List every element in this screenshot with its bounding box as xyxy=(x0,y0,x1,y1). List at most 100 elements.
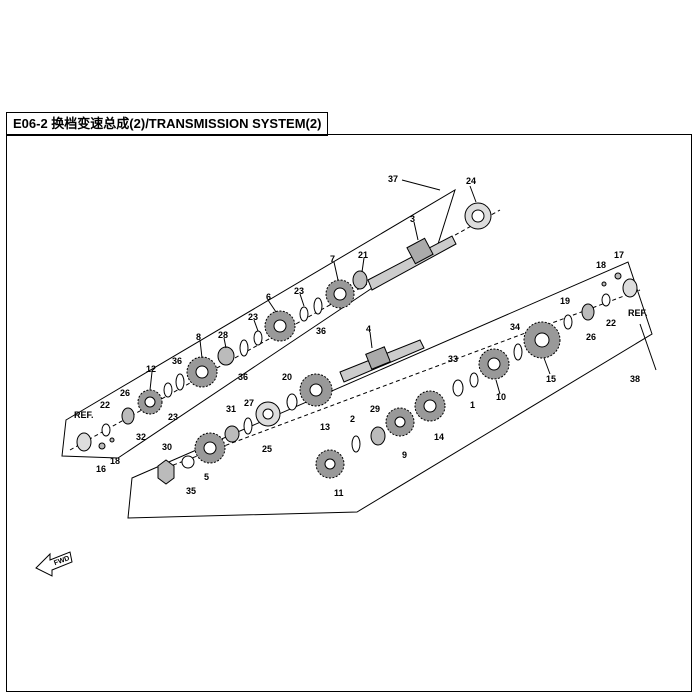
washer-36a xyxy=(313,297,323,315)
callout-4: 4 xyxy=(366,324,371,334)
sprocket-5 xyxy=(194,432,226,464)
callout-36c: 36 xyxy=(172,356,182,366)
callout-labels: 37 24 3 21 7 23 6 36 23 28 8 36 36 12 26… xyxy=(74,174,648,498)
callout-26b: 26 xyxy=(586,332,596,342)
callout-ref-right: REF. xyxy=(628,308,648,318)
callout-29: 29 xyxy=(370,404,380,414)
gear-6 xyxy=(264,310,296,342)
washer-22a xyxy=(101,423,111,437)
callout-22a: 22 xyxy=(100,400,110,410)
callout-19: 19 xyxy=(560,296,570,306)
callout-5: 5 xyxy=(204,472,209,482)
bushing-29 xyxy=(370,426,386,446)
shaft-4 xyxy=(339,339,425,383)
callout-23b: 23 xyxy=(248,312,258,322)
callout-23a: 23 xyxy=(294,286,304,296)
callout-36b: 36 xyxy=(238,372,248,382)
page-title: E06-2 换档变速总成(2)/TRANSMISSION SYSTEM(2) xyxy=(6,112,329,136)
callout-7: 7 xyxy=(330,254,335,264)
bearing-26b xyxy=(581,303,595,321)
washer-36c xyxy=(175,373,185,391)
gear-7 xyxy=(325,279,355,309)
gear-15 xyxy=(523,321,561,359)
washer-22b xyxy=(601,293,611,307)
gear-12 xyxy=(137,389,163,415)
gear-11 xyxy=(315,449,345,479)
pin-18a xyxy=(109,437,115,443)
circlip-23c xyxy=(163,382,173,398)
callout-11: 11 xyxy=(334,488,344,498)
callout-12: 12 xyxy=(146,364,156,374)
fwd-arrow: FWD xyxy=(35,551,73,577)
circlip-1 xyxy=(469,372,479,388)
bearing-26a xyxy=(121,407,135,425)
callout-37: 37 xyxy=(388,174,398,184)
callout-36a: 36 xyxy=(316,326,326,336)
leader-lines xyxy=(149,179,657,395)
circlip-19 xyxy=(563,314,573,330)
washer-36b xyxy=(239,339,249,357)
washer-33 xyxy=(452,379,464,397)
callout-20: 20 xyxy=(282,372,292,382)
callout-21: 21 xyxy=(358,250,368,260)
callout-9: 9 xyxy=(402,450,407,460)
callout-32: 32 xyxy=(136,432,146,442)
bushing-31 xyxy=(224,425,240,443)
callout-18a: 18 xyxy=(110,456,120,466)
gear-8 xyxy=(186,356,218,388)
callout-22b: 22 xyxy=(606,318,616,328)
callout-27: 27 xyxy=(244,398,254,408)
gear-10 xyxy=(478,348,510,380)
callout-3: 3 xyxy=(410,214,415,224)
pin-18b xyxy=(601,281,607,287)
callout-16: 16 xyxy=(96,464,106,474)
callout-28: 28 xyxy=(218,330,228,340)
circlip-23a xyxy=(299,306,309,322)
callout-10: 10 xyxy=(496,392,506,402)
callout-25: 25 xyxy=(262,444,272,454)
diagram-frame xyxy=(6,134,692,692)
callout-33: 33 xyxy=(448,354,458,364)
upper-shaft-group-outline xyxy=(61,188,456,459)
gear-9 xyxy=(385,407,415,437)
shaft-3 xyxy=(367,235,457,291)
callout-2: 2 xyxy=(350,414,355,424)
washer-20 xyxy=(286,393,298,411)
callout-ref-left: REF. xyxy=(74,410,94,420)
callout-34: 34 xyxy=(510,322,520,332)
callout-6: 6 xyxy=(266,292,271,302)
callout-15: 15 xyxy=(546,374,556,384)
gear-13 xyxy=(299,373,333,407)
bearing-28 xyxy=(217,346,235,366)
callout-1: 1 xyxy=(470,400,475,410)
callout-31: 31 xyxy=(226,404,236,414)
lower-axis-line xyxy=(159,289,641,471)
bushing-21 xyxy=(352,270,368,290)
callout-17: 17 xyxy=(614,250,624,260)
bearing-ref2 xyxy=(622,278,638,298)
callout-18b: 18 xyxy=(596,260,606,270)
pin-17 xyxy=(614,272,622,280)
bearing-ref1 xyxy=(76,432,92,452)
washer-27 xyxy=(243,417,253,435)
pin-16 xyxy=(98,442,106,450)
callout-24: 24 xyxy=(466,176,476,186)
washer-35 xyxy=(181,455,195,469)
bearing-24 xyxy=(464,202,492,230)
circlip-23b xyxy=(253,330,263,346)
gear-14 xyxy=(414,390,446,422)
nut-30 xyxy=(157,459,175,485)
bearing-25 xyxy=(255,401,281,427)
callout-13: 13 xyxy=(320,422,330,432)
callout-30: 30 xyxy=(162,442,172,452)
callout-23c: 23 xyxy=(168,412,178,422)
callout-38: 38 xyxy=(630,374,640,384)
washer-34 xyxy=(513,343,523,361)
callout-8: 8 xyxy=(196,332,201,342)
callout-26a: 26 xyxy=(120,388,130,398)
callout-35: 35 xyxy=(186,486,196,496)
lower-shaft-group-outline xyxy=(127,261,653,519)
washer-2 xyxy=(351,435,361,453)
